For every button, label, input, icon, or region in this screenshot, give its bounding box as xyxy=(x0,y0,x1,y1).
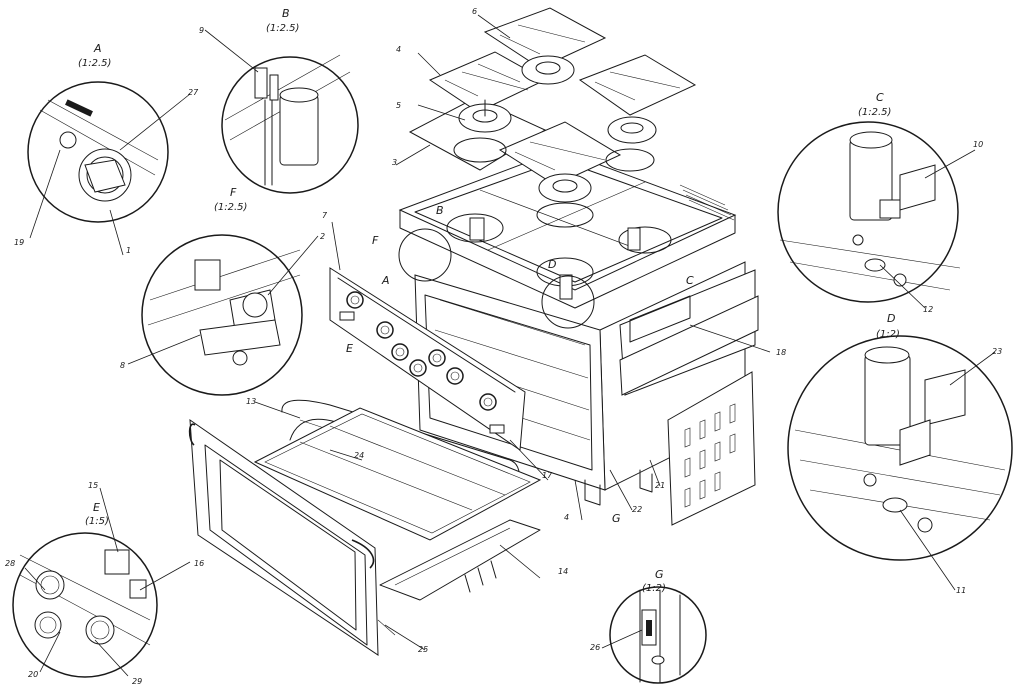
detail-e-letter: E xyxy=(93,501,100,514)
view-letter-d: D xyxy=(548,258,556,271)
part-7: 7 xyxy=(322,211,328,220)
part-5: 5 xyxy=(396,101,401,110)
view-letter-g: G xyxy=(612,512,621,525)
detail-c-scale: (1:2.5) xyxy=(858,107,891,118)
detail-c xyxy=(777,121,976,309)
part-8: 8 xyxy=(120,361,125,370)
detail-f xyxy=(127,234,319,396)
part-15: 15 xyxy=(88,481,98,490)
part-17: 17 xyxy=(542,471,553,480)
detail-f-scale: (1:2.5) xyxy=(214,202,247,213)
detail-g xyxy=(601,586,707,684)
part-20: 20 xyxy=(28,670,38,679)
leader-lines xyxy=(254,14,771,651)
part-11: 11 xyxy=(956,586,966,595)
part-1: 1 xyxy=(126,246,131,255)
view-letter-b: B xyxy=(436,204,444,217)
part-14: 14 xyxy=(558,567,568,576)
part-4: 4 xyxy=(396,45,401,54)
part-13: 13 xyxy=(246,397,256,406)
detail-e xyxy=(12,487,191,678)
detail-e-scale: (1:5) xyxy=(85,516,109,527)
part-25: 25 xyxy=(418,645,428,654)
detail-d-scale: (1:2) xyxy=(876,329,900,340)
part-16: 16 xyxy=(194,559,204,568)
part-2: 2 xyxy=(320,232,325,241)
part-28: 28 xyxy=(5,559,15,568)
part-29: 29 xyxy=(132,677,142,686)
detail-a-scale: (1:2.5) xyxy=(78,58,111,69)
detail-g-letter: G xyxy=(655,568,664,581)
detail-f-letter: F xyxy=(230,186,237,199)
part-10: 10 xyxy=(973,140,983,149)
view-letter-c: C xyxy=(686,274,694,287)
detail-a xyxy=(27,81,191,256)
part-27: 27 xyxy=(188,88,199,97)
detail-b-letter: B xyxy=(282,7,290,20)
main-assembly xyxy=(188,149,759,656)
part-23: 23 xyxy=(992,347,1002,356)
part-26: 26 xyxy=(590,643,600,652)
view-letter-e: E xyxy=(346,342,353,355)
part-19: 19 xyxy=(14,238,24,247)
detail-b-scale: (1:2.5) xyxy=(266,23,299,34)
detail-b xyxy=(204,29,359,194)
part-12: 12 xyxy=(923,305,933,314)
part-18: 18 xyxy=(776,348,786,357)
part-21: 21 xyxy=(655,481,665,490)
hob-components xyxy=(408,7,697,228)
labels: A (1:2.5) B (1:2.5) C (1:2.5) D (1:2) E … xyxy=(5,7,1002,686)
part-4b: 4 xyxy=(564,513,569,522)
view-letter-f: F xyxy=(372,234,379,247)
detail-d xyxy=(787,335,1013,591)
detail-markers xyxy=(398,228,595,329)
part-24: 24 xyxy=(354,451,364,460)
view-letter-a: A xyxy=(381,274,390,287)
detail-a-letter: A xyxy=(93,42,102,55)
part-3: 3 xyxy=(392,158,397,167)
detail-g-scale: (1:2) xyxy=(642,583,666,594)
part-6: 6 xyxy=(472,7,477,16)
part-9: 9 xyxy=(199,26,204,35)
part-22: 22 xyxy=(632,505,642,514)
detail-c-letter: C xyxy=(876,91,884,104)
detail-d-letter: D xyxy=(887,312,895,325)
